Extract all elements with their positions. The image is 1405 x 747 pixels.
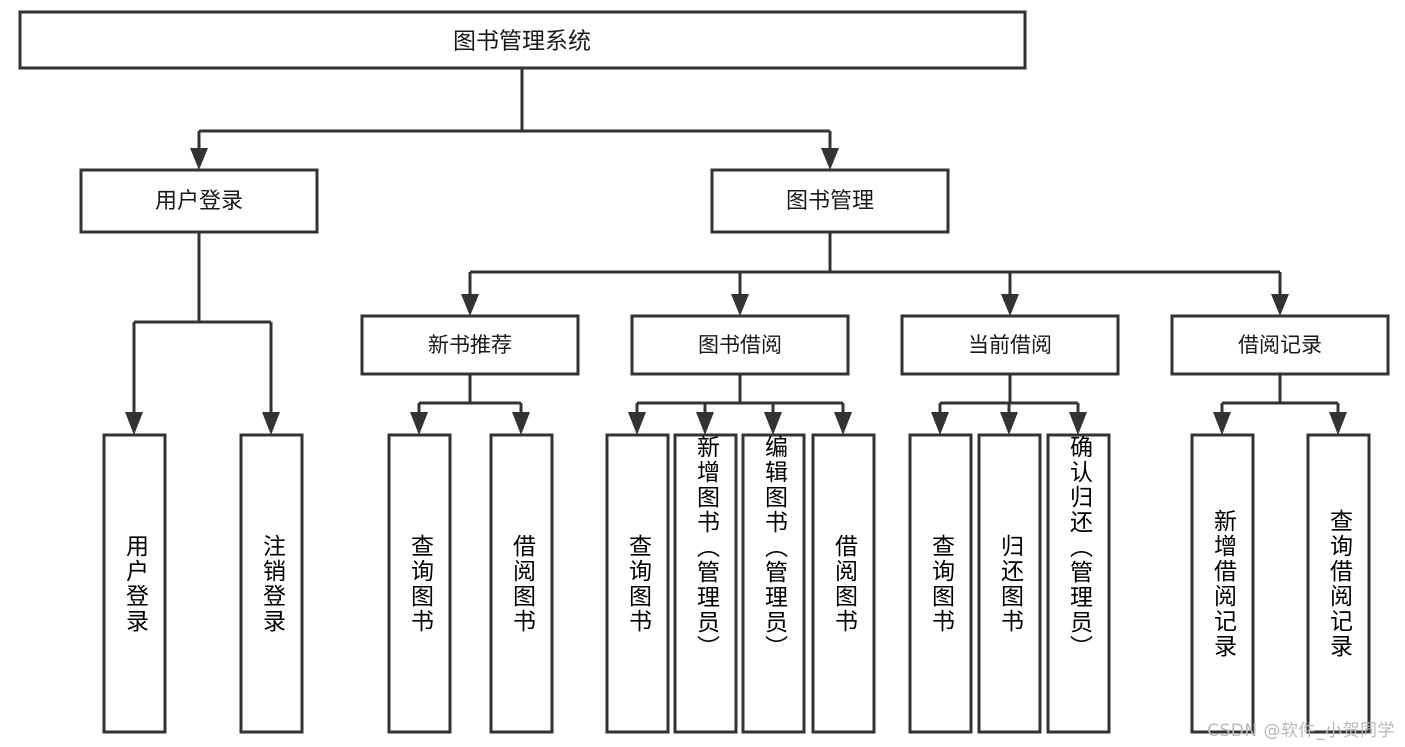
- leaf-label-wrap: 注销登录: [258, 533, 285, 634]
- connector-layer: [125, 68, 1347, 435]
- node-new-book-recommend-label: 新书推荐: [428, 333, 512, 357]
- leaf-book-borrow-borrow[interactable]: 借阅图书: [811, 433, 876, 734]
- leaf-label: 注销登录: [258, 533, 285, 634]
- leaf-new-book-query[interactable]: 查询图书: [387, 433, 452, 734]
- leaf-label: 查询图书: [406, 533, 433, 634]
- leaf-label: 用户登录: [121, 533, 148, 634]
- leaf-label: 新增借阅记录: [1209, 508, 1236, 659]
- leaf-box: [908, 433, 973, 734]
- node-book-management-label: 图书管理: [786, 189, 874, 214]
- arrow-head-leaf-current-borrow-1: [931, 412, 949, 435]
- leaf-label-wrap: 借阅图书: [830, 533, 857, 634]
- leaf-box: [673, 433, 738, 734]
- leaf-user-login-login[interactable]: 用户登录: [102, 433, 167, 734]
- leaf-label: 借阅图书: [508, 533, 535, 634]
- leaf-label-wrap: 新增借阅记录: [1209, 508, 1236, 659]
- leaf-label-wrap: 用户登录: [121, 533, 148, 634]
- leaf-label-wrap: 编辑图书（管理员）: [760, 435, 787, 660]
- arrow-head-leaf-new-book-1: [410, 412, 428, 435]
- arrow-head-book-mgmt: [821, 148, 839, 170]
- leaf-book-borrow-query[interactable]: 查询图书: [605, 433, 670, 734]
- leaf-box: [741, 433, 806, 734]
- node-user-login-box: [79, 168, 319, 234]
- leaf-label: 归还图书: [996, 533, 1023, 634]
- leaf-box: [1306, 433, 1371, 734]
- arrow-head-current-borrow: [1001, 294, 1019, 316]
- leaf-label-wrap: 查询图书: [406, 533, 433, 634]
- leaf-current-borrow-query[interactable]: 查询图书: [908, 433, 973, 734]
- node-borrow-record[interactable]: 借阅记录: [1170, 314, 1390, 376]
- node-book-borrow[interactable]: 图书借阅: [630, 314, 850, 376]
- leaf-book-borrow-edit[interactable]: 编辑图书（管理员）: [741, 433, 806, 734]
- leaf-label-wrap: 新增图书（管理员）: [692, 435, 719, 660]
- arrow-head-leaf-new-book-2: [512, 412, 530, 435]
- leaf-box: [102, 433, 167, 734]
- node-borrow-record-label: 借阅记录: [1238, 333, 1322, 357]
- leaf-current-borrow-confirm[interactable]: 确认归还（管理员）: [1046, 433, 1111, 734]
- leaf-label-wrap: 确认归还（管理员）: [1065, 435, 1092, 660]
- leaf-label: 查询图书: [624, 533, 651, 634]
- arrow-head-leaf-current-borrow-3: [1069, 412, 1087, 435]
- node-user-login[interactable]: 用户登录: [79, 168, 319, 234]
- leaf-box: [1190, 433, 1255, 734]
- node-current-borrow-label: 当前借阅: [968, 333, 1052, 357]
- leaf-label: 确认归还（管理员）: [1065, 435, 1092, 660]
- leaf-label-wrap: 查询借阅记录: [1325, 508, 1352, 659]
- leaf-box: [811, 433, 876, 734]
- node-new-book-recommend[interactable]: 新书推荐: [360, 314, 580, 376]
- node-current-borrow-box: [900, 314, 1120, 376]
- arrow-head-borrow-record: [1271, 294, 1289, 316]
- arrow-head-leaf-user-login-1: [125, 412, 143, 435]
- node-book-management-box: [710, 168, 950, 234]
- leaf-box: [239, 433, 304, 734]
- leaf-box: [1046, 433, 1111, 734]
- leaf-box: [977, 433, 1042, 734]
- leaf-label: 编辑图书（管理员）: [760, 435, 787, 660]
- node-book-borrow-label: 图书借阅: [698, 333, 782, 357]
- leaf-label-wrap: 查询图书: [927, 533, 954, 634]
- node-borrow-record-box: [1170, 314, 1390, 376]
- watermark: CSDN @软件_小贺同学: [1207, 721, 1395, 741]
- leaf-box: [605, 433, 670, 734]
- leaf-label: 新增图书（管理员）: [692, 435, 719, 660]
- node-root-library-system[interactable]: 图书管理系统: [18, 10, 1027, 70]
- leaf-label-wrap: 查询图书: [624, 533, 651, 634]
- arrow-head-new-book: [461, 294, 479, 316]
- arrow-head-leaf-book-borrow-1: [628, 412, 646, 435]
- leaf-borrow-record-query[interactable]: 查询借阅记录: [1306, 433, 1371, 734]
- node-root-box: [18, 10, 1027, 70]
- leaf-label-wrap: 归还图书: [996, 533, 1023, 634]
- leaf-new-book-borrow[interactable]: 借阅图书: [489, 433, 554, 734]
- node-new-book-recommend-box: [360, 314, 580, 376]
- arrow-head-leaf-borrow-record-1: [1213, 412, 1231, 435]
- node-current-borrow[interactable]: 当前借阅: [900, 314, 1120, 376]
- leaf-box: [387, 433, 452, 734]
- node-user-login-label: 用户登录: [155, 189, 243, 214]
- arrow-head-leaf-borrow-record-2: [1329, 412, 1347, 435]
- node-book-borrow-box: [630, 314, 850, 376]
- arrow-head-leaf-book-borrow-3: [764, 412, 782, 435]
- leaf-book-borrow-add[interactable]: 新增图书（管理员）: [673, 433, 738, 734]
- node-root-label: 图书管理系统: [453, 29, 591, 55]
- leaf-user-login-logout[interactable]: 注销登录: [239, 433, 304, 734]
- arrow-head-leaf-book-borrow-2: [696, 412, 714, 435]
- leaf-label: 查询图书: [927, 533, 954, 634]
- leaf-box: [489, 433, 554, 734]
- arrow-head-leaf-book-borrow-4: [834, 412, 852, 435]
- leaf-label: 查询借阅记录: [1325, 508, 1352, 659]
- leaf-current-borrow-return[interactable]: 归还图书: [977, 433, 1042, 734]
- leaf-label: 借阅图书: [830, 533, 857, 634]
- arrow-head-leaf-current-borrow-2: [1000, 412, 1018, 435]
- arrow-head-leaf-user-login-2: [262, 412, 280, 435]
- arrow-head-book-borrow: [731, 294, 749, 316]
- leaf-borrow-record-add[interactable]: 新增借阅记录: [1190, 433, 1255, 734]
- arrow-head-user-login: [190, 148, 208, 170]
- leaf-label-wrap: 借阅图书: [508, 533, 535, 634]
- node-book-management[interactable]: 图书管理: [710, 168, 950, 234]
